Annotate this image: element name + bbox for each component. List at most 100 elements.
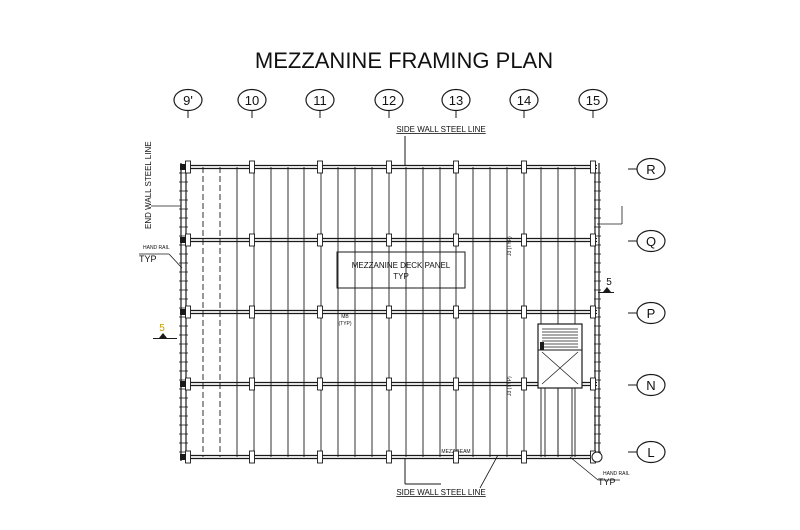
column-connection-4-3 — [453, 377, 459, 391]
column-bubble-label: 9' — [183, 93, 193, 108]
row-bubble-outline — [636, 440, 666, 464]
column-connection-2-4 — [317, 450, 323, 464]
column-connection-4-2 — [453, 305, 459, 319]
edge-column-4 — [180, 454, 186, 460]
column-connection-3-0 — [386, 160, 392, 174]
column-connection-1-4 — [249, 450, 255, 464]
mezz-beam-leader — [479, 454, 499, 489]
row-bubble-label: Q — [646, 234, 656, 249]
grid-bubbles-layer: 9' 10 11 12 13 14 15R Q P N L — [173, 88, 666, 464]
section-marker-left: 5 — [153, 323, 177, 339]
row-bubble-label: L — [647, 445, 654, 460]
section-marker-left-triangle — [159, 333, 167, 338]
drawing-title: MEZZANINE FRAMING PLAN — [255, 48, 553, 73]
column-connection-0-4 — [185, 450, 191, 464]
column-connection-1-2 — [249, 305, 255, 319]
edge-column-0 — [180, 164, 186, 170]
end-wall-steel-line-label: END WALL STEEL LINE — [144, 141, 153, 229]
column-bubble-outline — [441, 88, 471, 112]
mb-label: MB — [341, 314, 349, 320]
column-connection-4-0 — [453, 160, 459, 174]
row-bubble-label: R — [646, 162, 655, 177]
column-connection-1-0 — [249, 160, 255, 174]
row-bubble-label: N — [646, 378, 655, 393]
column-connection-5-3 — [521, 377, 527, 391]
hand-rail-right-leader — [569, 456, 599, 481]
column-grid-bubble-6: 15 — [578, 88, 608, 118]
column-bubble-label: 11 — [313, 93, 327, 108]
column-connection-2-3 — [317, 377, 323, 391]
column-connection-3-3 — [386, 377, 392, 391]
row-bubble-outline — [636, 157, 666, 181]
row-grid-bubble-1: Q — [628, 229, 666, 253]
hand-rail-left-leader — [168, 253, 183, 269]
column-bubble-outline — [305, 88, 335, 112]
column-connection-5-0 — [521, 160, 527, 174]
mb-typ-label: (TYP) — [338, 321, 351, 327]
column-connection-6-0 — [590, 160, 596, 174]
hand-rail-right-label: HAND RAIL — [603, 471, 630, 477]
column-connection-3-1 — [386, 233, 392, 247]
column-bubble-outline — [237, 88, 267, 112]
column-bubble-outline — [374, 88, 404, 112]
column-bubble-outline — [578, 88, 608, 112]
column-connection-6-3 — [590, 377, 596, 391]
column-connection-5-1 — [521, 233, 527, 247]
row-grid-bubble-2: P — [628, 301, 666, 325]
row-grid-bubble-4: L — [628, 440, 666, 464]
side-wall-steel-line-bottom-label: SIDE WALL STEEL LINE — [396, 488, 485, 497]
column-connection-0-1 — [185, 233, 191, 247]
column-bubble-label: 14 — [517, 93, 531, 108]
column-grid-bubble-3: 12 — [374, 88, 404, 118]
column-connection-0-0 — [185, 160, 191, 174]
stair-opening — [537, 323, 583, 389]
side-wall-steel-line-top-label: SIDE WALL STEEL LINE — [396, 125, 485, 134]
column-connection-1-3 — [249, 377, 255, 391]
column-connection-5-2 — [521, 305, 527, 319]
deck-panel-typ-label: TYP — [393, 272, 409, 281]
deck-panel-label: MEZZANINE DECK PANEL — [352, 261, 451, 270]
joist-typ-upper-label: J3 (TYP) — [507, 236, 513, 256]
column-bubble-outline — [509, 88, 539, 112]
deck-panel-callout: MEZZANINE DECK PANEL TYP — [336, 251, 466, 289]
column-connection-3-2 — [386, 305, 392, 319]
section-marker-right-triangle — [603, 287, 611, 292]
column-connection-5-4 — [521, 450, 527, 464]
column-bubble-label: 10 — [245, 93, 259, 108]
column-connection-1-1 — [249, 233, 255, 247]
edge-column-1 — [180, 237, 186, 243]
typ-right-label: TYP — [598, 477, 616, 487]
column-connection-3-4 — [386, 450, 392, 464]
column-connection-0-2 — [185, 305, 191, 319]
row-bubble-label: P — [647, 306, 656, 321]
row-bubble-outline — [636, 301, 666, 325]
stair-diagonal-2 — [541, 351, 579, 385]
hand-rail-left-label: HAND RAIL — [143, 245, 170, 251]
section-marker-right-number: 5 — [606, 277, 612, 288]
column-bubble-outline — [173, 88, 203, 112]
column-connection-6-2 — [590, 305, 596, 319]
column-bubble-label: 15 — [586, 93, 600, 108]
column-connection-2-1 — [317, 233, 323, 247]
column-connection-0-3 — [185, 377, 191, 391]
column-grid-bubble-5: 14 — [509, 88, 539, 118]
column-connection-6-1 — [590, 233, 596, 247]
corner-column-circle — [591, 451, 603, 463]
column-grid-bubble-1: 10 — [237, 88, 267, 118]
edge-column-3 — [180, 381, 186, 387]
column-bubble-label: 12 — [382, 93, 396, 108]
row-bubble-outline — [636, 229, 666, 253]
row-grid-bubble-0: R — [628, 157, 666, 181]
section-marker-left-number: 5 — [159, 323, 165, 334]
column-grid-bubble-2: 11 — [305, 88, 335, 118]
column-bubble-label: 13 — [449, 93, 463, 108]
framing-layer — [139, 136, 623, 489]
typ-left-label: TYP — [139, 254, 157, 264]
row-bubble-outline — [636, 373, 666, 397]
column-connection-4-4 — [453, 450, 459, 464]
row-grid-bubble-3: N — [628, 373, 666, 397]
edge-column-2 — [180, 309, 186, 315]
column-grid-bubble-0: 9' — [173, 88, 203, 118]
column-connection-4-1 — [453, 233, 459, 247]
